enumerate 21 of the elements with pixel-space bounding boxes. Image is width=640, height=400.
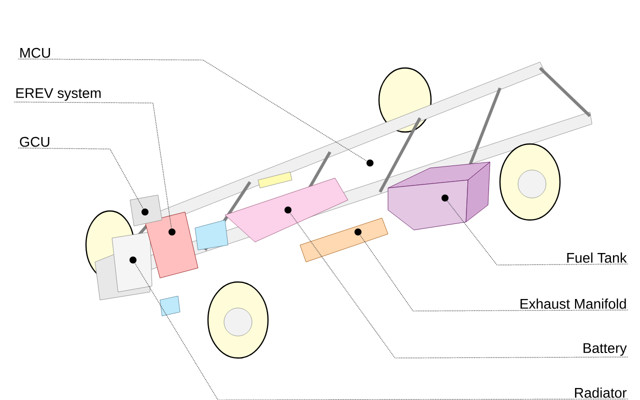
leader-line [18, 148, 144, 210]
part-label: GCU [20, 136, 50, 147]
marker-dot [354, 228, 362, 236]
marker-dot [366, 160, 374, 166]
marker-dot [442, 194, 448, 202]
marker-dot [142, 208, 148, 216]
part-label: Exhaust Manifold [520, 298, 626, 309]
leader-line [18, 58, 368, 162]
part-label: Fuel Tank [567, 252, 627, 263]
marker-dot [284, 206, 292, 214]
part-label: Battery [584, 343, 627, 356]
leader-line [134, 262, 628, 400]
marker-dot [168, 228, 176, 236]
part-label: EREV system [16, 88, 101, 101]
part-label: Radiator [575, 388, 627, 398]
leader-line [290, 212, 628, 358]
leader-line [360, 234, 628, 312]
part-label: MCU [20, 48, 50, 58]
marker-dot [130, 256, 136, 264]
leader-line [446, 200, 628, 266]
leader-line [14, 102, 172, 229]
